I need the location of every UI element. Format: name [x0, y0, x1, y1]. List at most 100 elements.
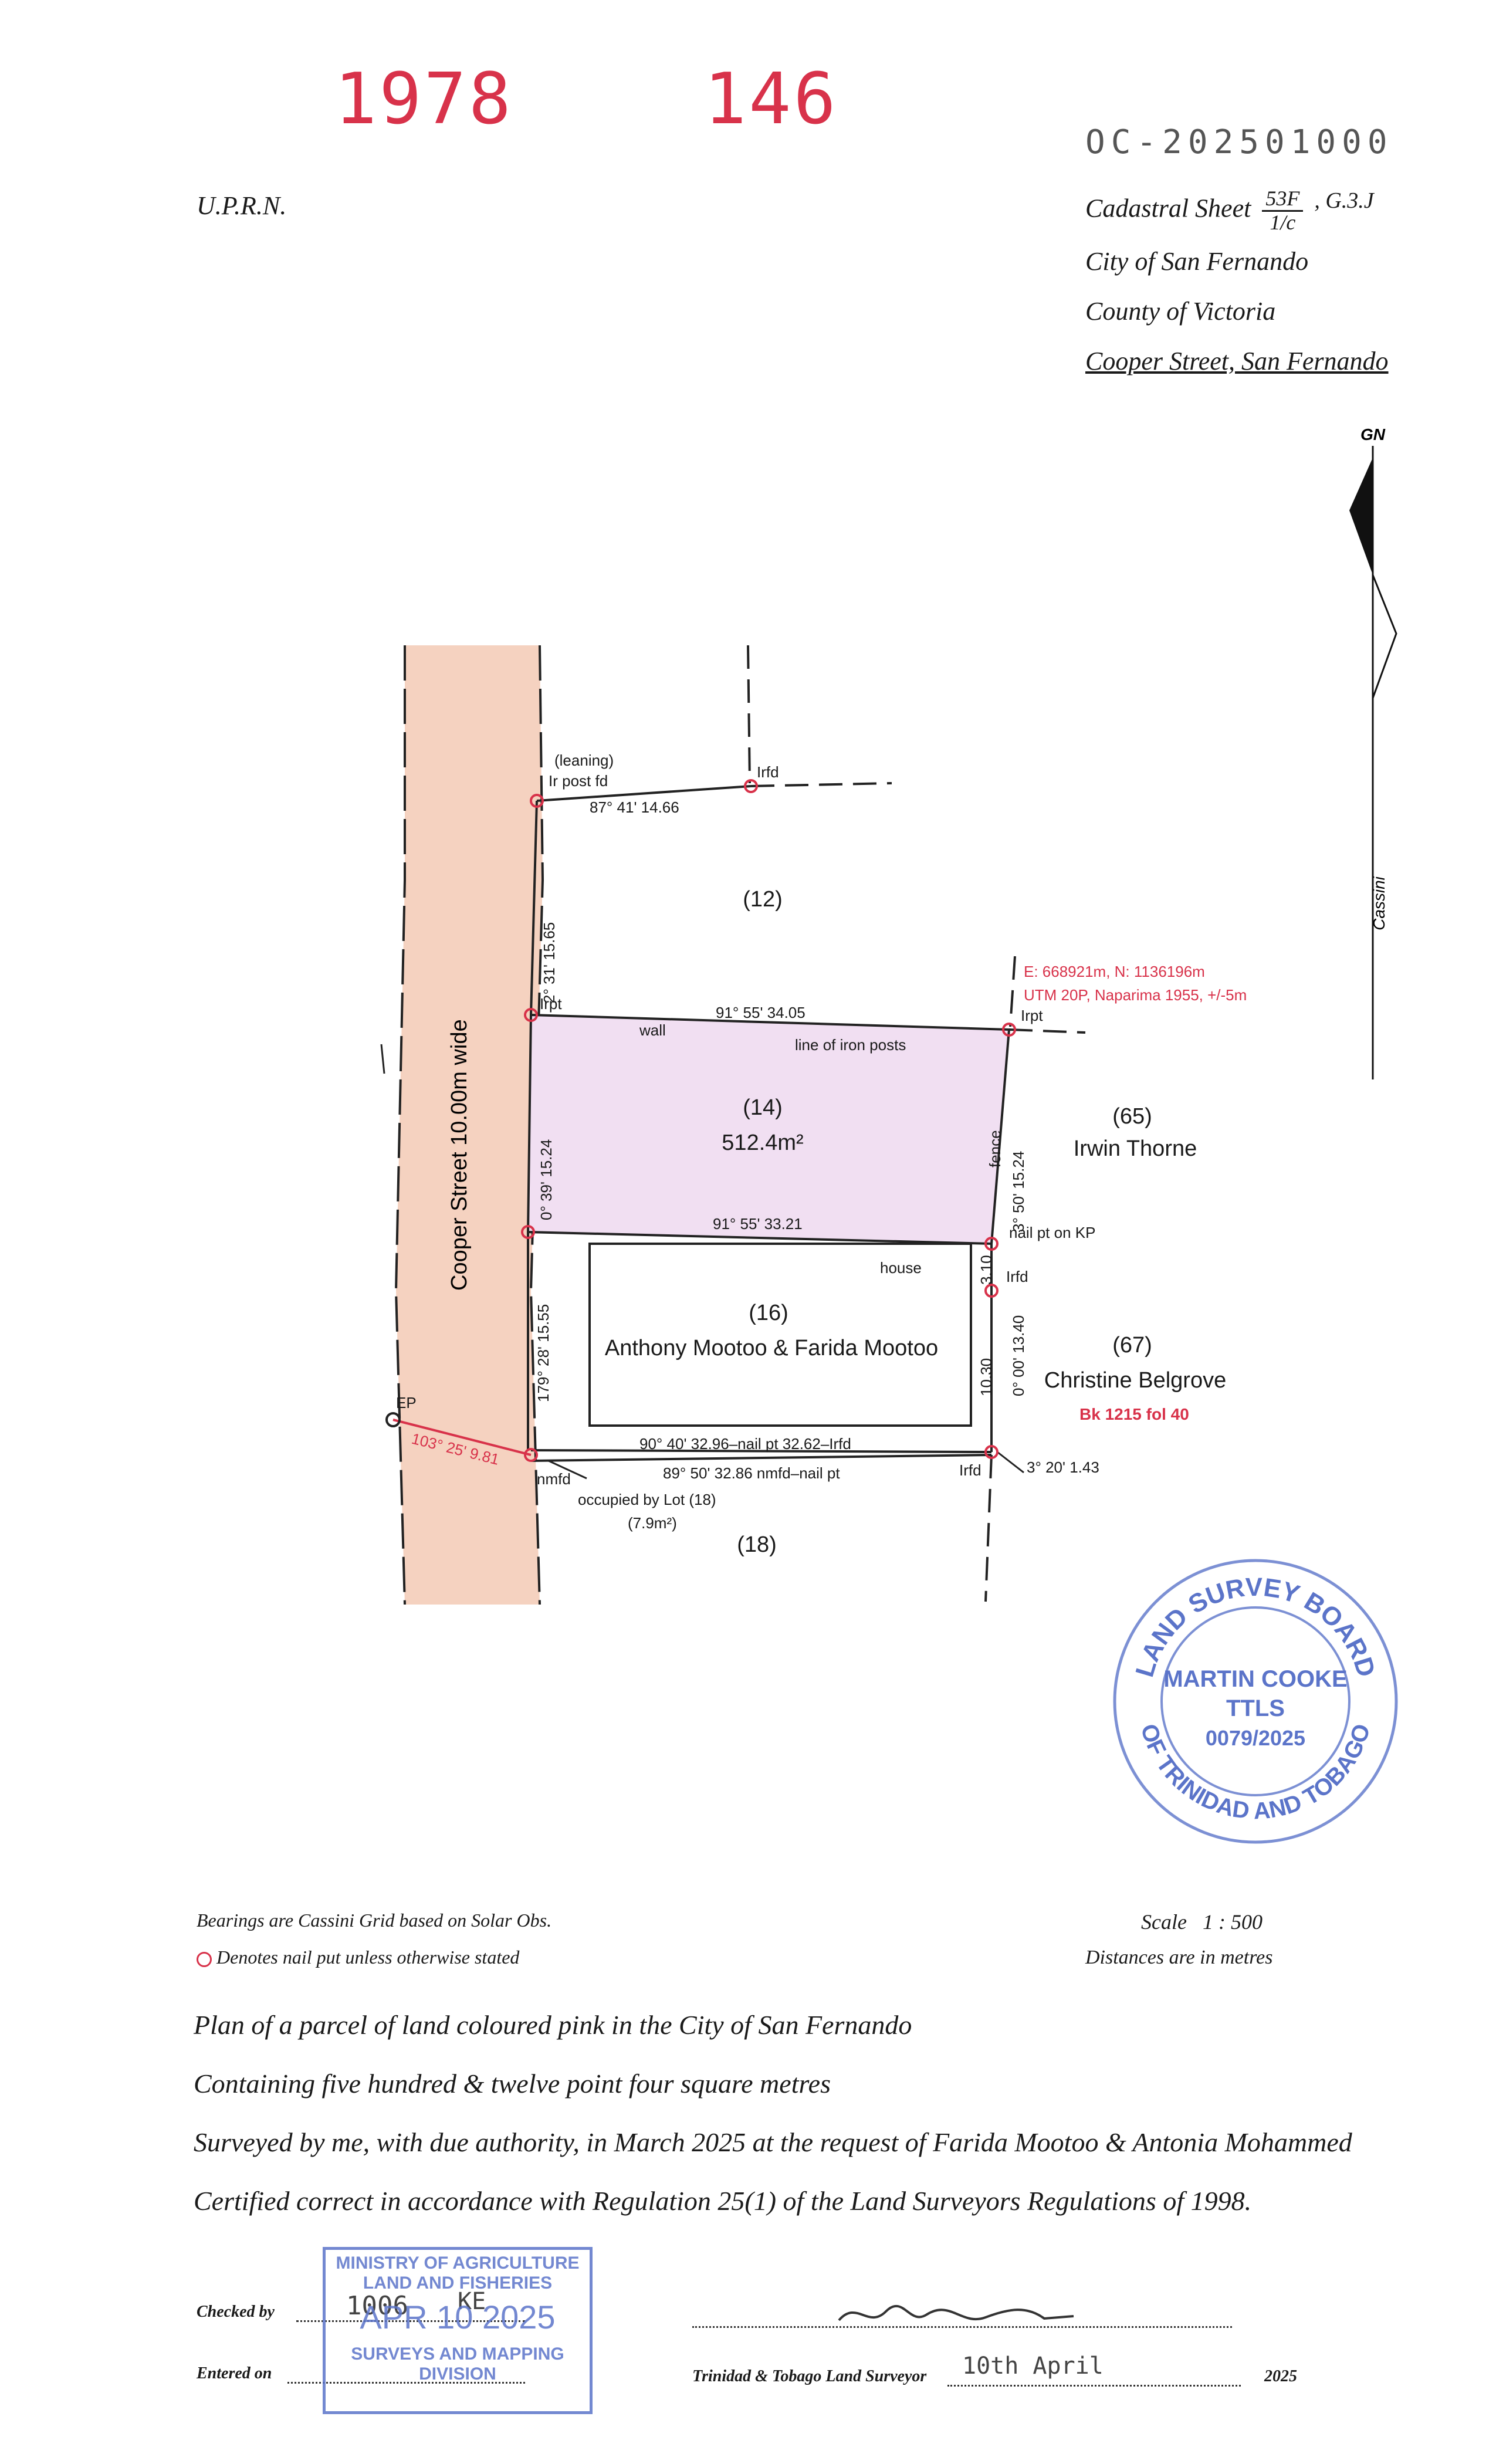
checked-by-label: Checked by: [197, 2303, 275, 2321]
lot-67: (67): [1112, 1333, 1152, 1358]
parcel-14: [526, 1013, 1011, 1245]
gn-label: GN: [1360, 425, 1386, 444]
surveyor-date: 10th April: [962, 2353, 1104, 2380]
uprn-label: U.P.R.N.: [197, 191, 287, 220]
label-bearing-north: 91° 55' 34.05: [716, 1004, 805, 1021]
label-fence: fence: [986, 1130, 1004, 1167]
checked-value: 1006: [346, 2291, 408, 2321]
ref-number-1: 1978: [334, 59, 513, 140]
lot-65: (65): [1112, 1104, 1152, 1129]
label-utm-1: E: 668921m, N: 1136196m: [1024, 963, 1205, 980]
surveyor-label: Trinidad & Tobago Land Surveyor: [692, 2367, 927, 2385]
label-occupied: occupied by Lot (18): [578, 1491, 716, 1508]
checked-initials: KE: [458, 2288, 486, 2315]
label-irfd-top: Irfd: [757, 763, 779, 781]
lot-14-area: 512.4m²: [722, 1131, 803, 1155]
lot-67-owner: Christine Belgrove: [1044, 1368, 1226, 1393]
street-label: Cooper Street 10.00m wide: [447, 1019, 472, 1291]
label-bearing-south: 91° 55' 33.21: [713, 1215, 803, 1233]
cadastral-label: Cadastral Sheet: [1085, 194, 1251, 223]
note-nail-text: Denotes nail put unless otherwise stated: [216, 1947, 520, 1968]
lot-18: (18): [737, 1532, 777, 1557]
label-line-iron-posts: line of iron posts: [795, 1036, 906, 1054]
label-bearing-west: 0° 39' 15.24: [537, 1139, 555, 1220]
label-bearing-east: 3° 50' 15.24: [1010, 1151, 1027, 1232]
entered-on-label: Entered on: [197, 2364, 272, 2382]
stamp-line-4: DIVISION: [419, 2364, 496, 2384]
note-bearings: Bearings are Cassini Grid based on Solar…: [197, 1910, 552, 1931]
surveyor-signature: [838, 2304, 1074, 2321]
label-house: house: [880, 1259, 922, 1277]
scale-value: 1 : 500: [1202, 1910, 1263, 1934]
label-ep: EP: [396, 1394, 417, 1412]
stamp-line-1: MINISTRY OF AGRICULTURE: [336, 2253, 580, 2273]
label-bearing-top: 87° 41' 14.66: [590, 798, 679, 816]
label-utm-2: UTM 20P, Naparima 1955, +/-5m: [1024, 986, 1247, 1004]
label-bearing-east-lower: 0° 00' 13.40: [1010, 1315, 1027, 1396]
street-label: Cooper Street, San Fernando: [1085, 347, 1389, 375]
cassini-label: Cassini: [1370, 876, 1388, 930]
scale-label: Scale 1 : 500: [1141, 1910, 1263, 1934]
cadastral-suffix: , G.3.J: [1314, 188, 1374, 213]
ep-mark: [385, 1412, 401, 1427]
label-bearing-west-upper: 2° 31' 15.65: [540, 922, 558, 1003]
label-irfd-east: Irfd: [1006, 1268, 1028, 1285]
stamp-date: APR 10 2025: [360, 2299, 556, 2336]
county-label: County of Victoria: [1085, 297, 1276, 326]
footer-year: 2025: [1264, 2367, 1297, 2385]
stamp-line-3: SURVEYS AND MAPPING: [351, 2344, 564, 2364]
seal-title: TTLS: [1226, 1695, 1285, 1721]
house-outline: [588, 1243, 972, 1427]
label-nmfd: nmfd: [537, 1470, 571, 1488]
lot-16: (16): [749, 1301, 788, 1325]
label-occupied-area: (7.9m²): [628, 1514, 677, 1532]
survey-plan: Cooper Street 10.00m wide (leaning) Ir p…: [380, 645, 1247, 1605]
lot-16-owner: Anthony Mootoo & Farida Mootoo: [605, 1336, 938, 1360]
lot-14: (14): [743, 1095, 783, 1120]
statement-line-4: Certified correct in accordance with Reg…: [194, 2186, 1252, 2216]
land-survey-seal: LAND SURVEY BOARD OF TRINIDAD AND TOBAGO…: [1113, 1559, 1398, 1844]
label-irfd-se: Irfd: [959, 1461, 981, 1479]
label-ir-post: Ir post fd: [549, 772, 608, 790]
label-leaning: (leaning): [554, 752, 614, 769]
label-bearing-s1: 90° 40' 32.96–nail pt 32.62–Irfd: [639, 1435, 851, 1453]
label-wall: wall: [639, 1021, 666, 1039]
cadastral-sheet: Cadastral Sheet 53F 1/c , G.3.J: [1085, 187, 1374, 234]
statement-line-2: Containing five hundred & twelve point f…: [194, 2069, 831, 2099]
note-nail: Denotes nail put unless otherwise stated: [197, 1947, 519, 1968]
checked-by-line: [296, 2320, 525, 2322]
entered-on-line: [287, 2382, 525, 2384]
label-dist-1030: 10.30: [977, 1358, 995, 1396]
lot-12: (12): [743, 887, 783, 912]
seal-ring-top: LAND SURVEY BOARD: [1130, 1573, 1380, 1680]
seal-number: 0079/2025: [1206, 1726, 1305, 1750]
label-nail-kp: nail pt on KP: [1009, 1224, 1095, 1241]
nail-circle-icon: [197, 1951, 212, 1967]
lot-65-owner: Irwin Thorne: [1074, 1136, 1197, 1161]
seal-name: MARTIN COOKE: [1163, 1666, 1347, 1692]
label-bearing-s2: 89° 50' 32.86 nmfd–nail pt: [663, 1464, 840, 1482]
label-irpt-east: Irpt: [1021, 1007, 1043, 1024]
lot-67-ref: Bk 1215 fol 40: [1079, 1405, 1189, 1423]
signature-line: [692, 2326, 1232, 2328]
street-strip: [396, 645, 543, 1605]
label-dist-310: 3.10: [977, 1255, 995, 1285]
city-label: City of San Fernando: [1085, 247, 1309, 276]
statement-line-1: Plan of a parcel of land coloured pink i…: [194, 2010, 912, 2040]
scale-word: Scale: [1141, 1910, 1187, 1934]
label-bearing-west-lower: 179° 28' 15.55: [534, 1304, 552, 1402]
statement-line-3: Surveyed by me, with due authority, in M…: [194, 2127, 1352, 2157]
cadastral-fraction: 53F 1/c: [1262, 187, 1304, 234]
label-irpt-west: Irpt: [540, 995, 562, 1013]
file-code: OC-202501000: [1085, 123, 1393, 161]
surveyor-date-line: [947, 2385, 1241, 2387]
ref-number-2: 146: [704, 59, 838, 140]
cadastral-denominator: 1/c: [1270, 210, 1296, 234]
survey-marks: [521, 779, 1016, 1462]
cadastral-numerator: 53F: [1262, 187, 1304, 212]
stamp-line-2: LAND AND FISHERIES: [363, 2273, 553, 2293]
label-bearing-se: 3° 20' 1.43: [1027, 1458, 1099, 1476]
north-arrow: GN Cassini: [1349, 425, 1397, 1079]
note-distances: Distances are in metres: [1085, 1947, 1273, 1968]
ministry-stamp: MINISTRY OF AGRICULTURE LAND AND FISHERI…: [323, 2247, 593, 2414]
